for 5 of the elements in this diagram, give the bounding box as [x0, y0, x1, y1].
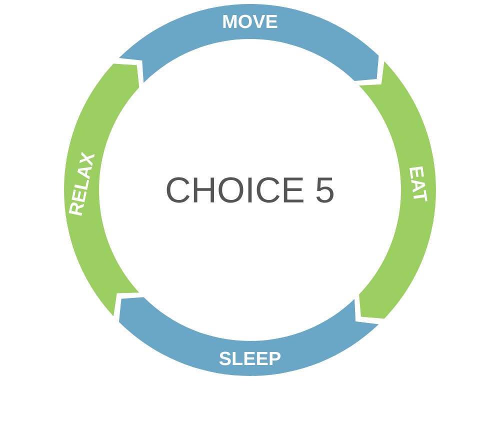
ring-segment: RELAX	[64, 64, 140, 316]
ring-segment: EAT	[359, 61, 436, 319]
center-title: CHOICE 5	[166, 177, 334, 203]
ring-segment: MOVE	[118, 4, 379, 83]
ring-segment: SLEEP	[118, 297, 379, 376]
